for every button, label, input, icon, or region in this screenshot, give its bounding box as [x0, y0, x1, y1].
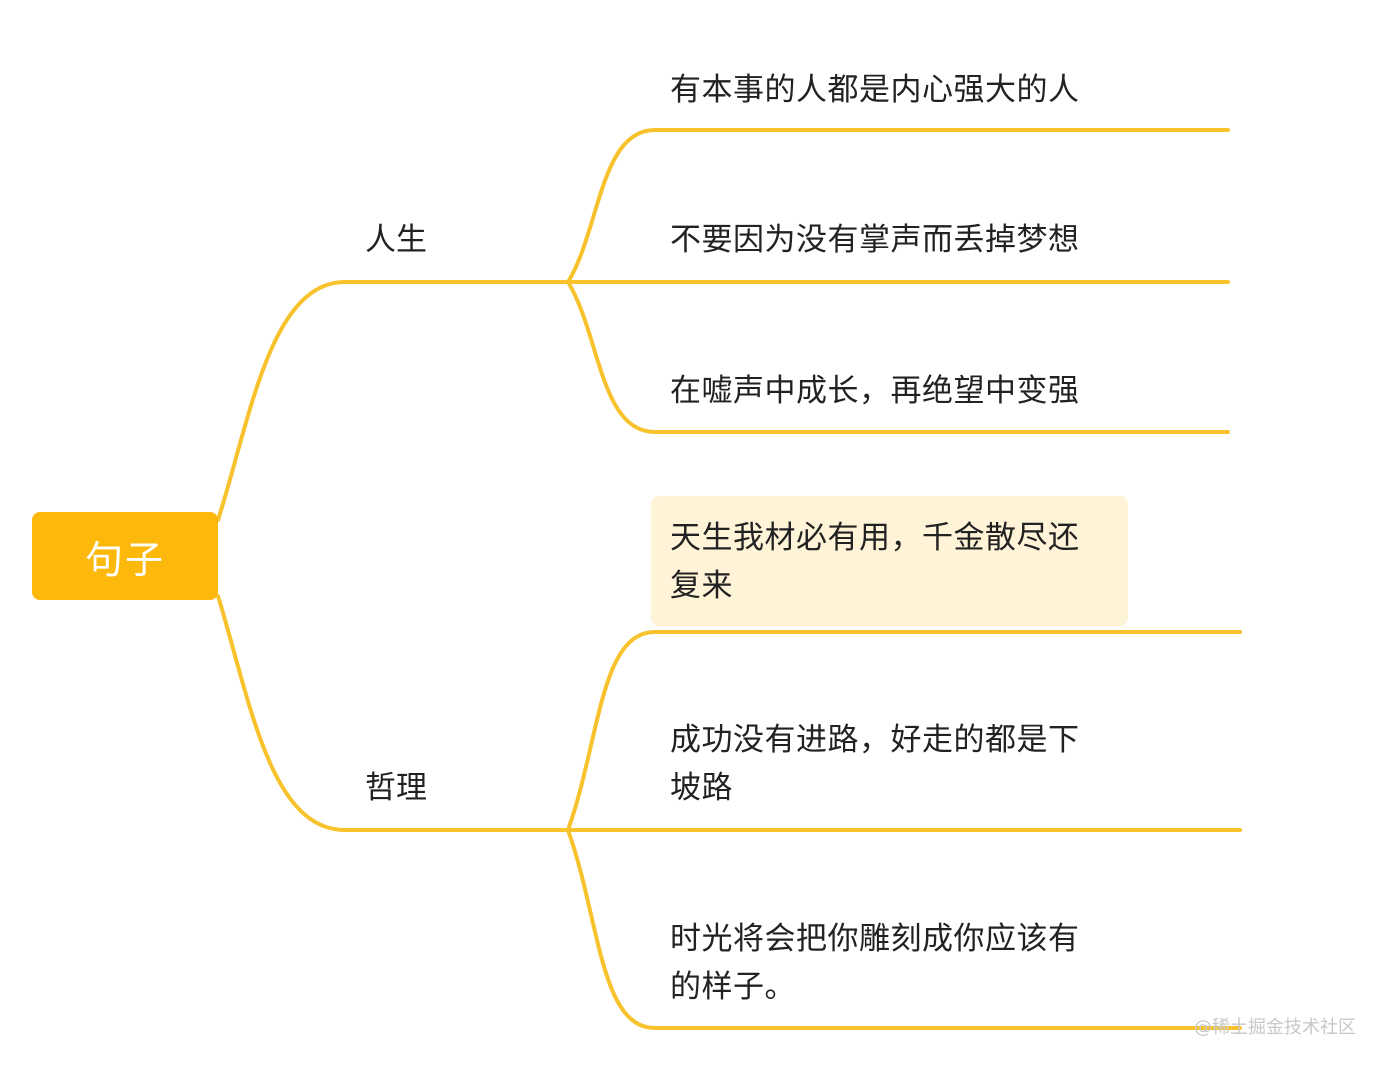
connector-zheli-leaf-1	[566, 630, 1242, 832]
branch-node-rensheng[interactable]: 人生	[365, 220, 427, 260]
leaf-node[interactable]: 不要因为没有掌声而丢掉梦想	[670, 216, 1110, 264]
leaf-label: 时光将会把你雕刻成你应该有的样子。	[670, 921, 1080, 1005]
root-node-label: 句子	[84, 537, 165, 582]
selected-node-highlight	[651, 496, 1128, 626]
leaf-node[interactable]: 时光将会把你雕刻成你应该有的样子。	[670, 915, 1106, 1011]
watermark: @稀土掘金技术社区	[1194, 1017, 1356, 1038]
leaf-node[interactable]: 成功没有进路，好走的都是下坡路	[670, 716, 1106, 812]
leaf-label: 不要因为没有掌声而丢掉梦想	[670, 222, 1080, 258]
leaf-label: 有本事的人都是内心强大的人	[670, 72, 1080, 108]
connector-root-to-rensheng	[216, 280, 570, 522]
root-node[interactable]: 句子	[32, 512, 218, 600]
leaf-label: 天生我材必有用，千金散尽还复来	[670, 520, 1080, 604]
leaf-node[interactable]: 在嘘声中成长，再绝望中变强	[670, 367, 1110, 415]
connector-rensheng-leaf-1	[566, 128, 1230, 284]
branch-label: 哲理	[365, 770, 427, 806]
branch-label: 人生	[365, 222, 427, 258]
connector-zheli-leaf-3	[566, 828, 1242, 1030]
connector-root-to-zheli	[216, 594, 570, 832]
branch-node-zheli[interactable]: 哲理	[365, 768, 427, 808]
leaf-label: 成功没有进路，好走的都是下坡路	[670, 722, 1080, 806]
connector-rensheng-leaf-3	[566, 280, 1230, 434]
leaf-label: 在嘘声中成长，再绝望中变强	[670, 373, 1080, 409]
leaf-node-selected[interactable]: 天生我材必有用，千金散尽还复来	[670, 514, 1106, 610]
leaf-node[interactable]: 有本事的人都是内心强大的人	[670, 66, 1110, 114]
